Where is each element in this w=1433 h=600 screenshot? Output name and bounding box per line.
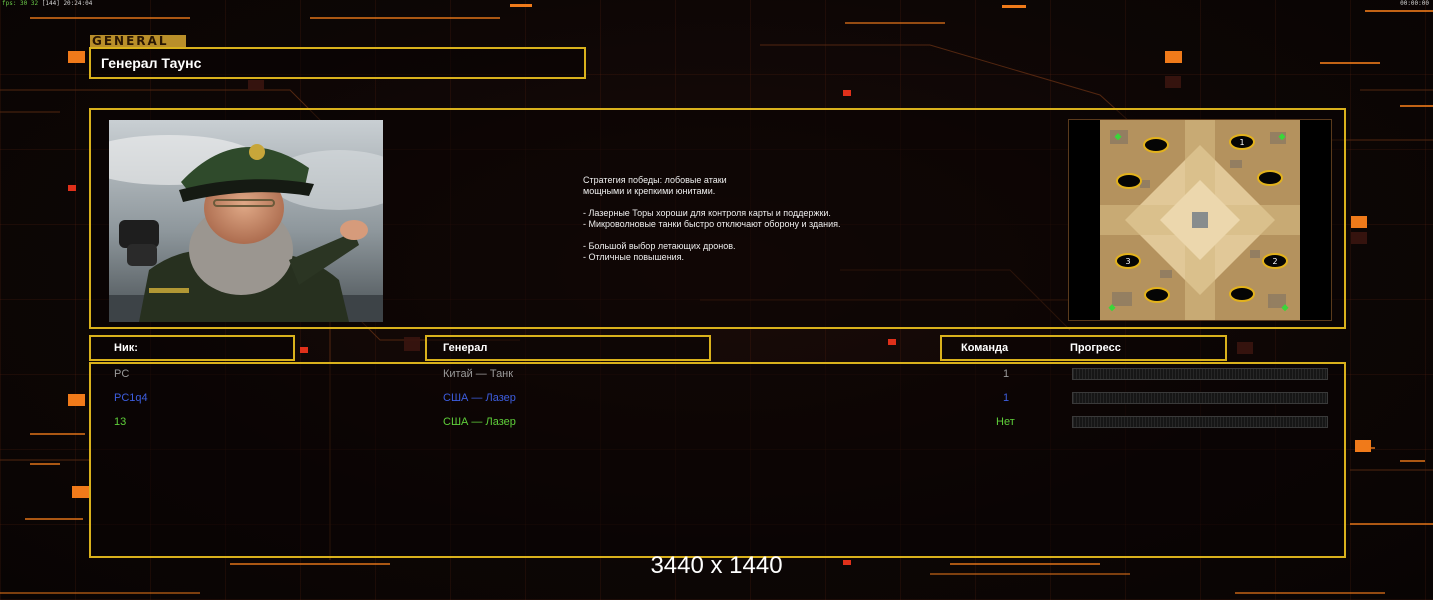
strategy-line: - Отличные повышения. [583,252,685,262]
player-list: PC Китай — Танк 1 PC1q4 США — Лазер 1 13… [89,362,1346,558]
right-clock: 00:00:00 [1400,0,1429,7]
player-general[interactable]: Китай — Танк [443,368,514,380]
table-row[interactable]: PC1q4 США — Лазер 1 [91,390,1344,408]
map-preview[interactable]: 1 2 3 [1068,119,1332,321]
status-clock: 20:24:04 [63,0,93,7]
player-progress-bar [1072,392,1328,404]
general-info-panel: Стратегия победы: лобовые атаки мощными … [89,108,1346,329]
player-nick: PC1q4 [114,392,148,404]
header-nick-label: Ник: [114,342,138,354]
strategy-line: - Микроволновые танки быстро отключают о… [583,219,841,229]
general-tag: GENERAL [90,35,186,48]
strategy-description: Стратегия победы: лобовые атаки мощными … [583,175,903,263]
player-nick: 13 [114,416,127,428]
player-nick: PC [114,368,130,380]
header-progress-label: Прогресс [1070,342,1121,354]
general-portrait [109,120,383,322]
strategy-line: - Большой выбор летающих дронов. [583,241,736,251]
player-progress-bar [1072,416,1328,428]
player-general[interactable]: США — Лазер [443,392,516,404]
player-team[interactable]: 1 [1003,368,1010,380]
header-general: Генерал [425,335,711,361]
player-progress-bar [1072,368,1328,380]
player-general[interactable]: США — Лазер [443,416,516,428]
general-title-panel: Генерал Таунс [89,47,586,79]
table-row[interactable]: PC Китай — Танк 1 [91,366,1344,384]
header-team-progress: Команда Прогресс [940,335,1227,361]
debug-status-bar: fps: 30 32 [144] 20:24:04 [2,0,92,7]
player-team[interactable]: Нет [996,416,1015,428]
header-general-label: Генерал [443,342,488,354]
portrait-image [109,120,383,322]
map-image: 1 2 3 [1100,120,1300,320]
header-nick: Ник: [89,335,295,361]
frame-counter: [144] [41,0,60,7]
strategy-line: - Лазерные Торы хороши для контроля карт… [583,208,831,218]
map-start-3: 3 [1125,257,1130,266]
strategy-line: Стратегия победы: лобовые атаки [583,175,727,185]
general-title: Генерал Таунс [101,55,202,71]
resolution-label: 3440 x 1440 [650,552,783,579]
map-start-1: 1 [1239,138,1244,147]
player-team[interactable]: 1 [1003,392,1010,404]
header-team-label: Команда [961,342,1009,354]
fps-readout: fps: 30 32 [2,0,39,7]
map-start-2: 2 [1272,257,1277,266]
strategy-line: мощными и крепкими юнитами. [583,186,716,196]
table-row[interactable]: 13 США — Лазер Нет [91,414,1344,432]
